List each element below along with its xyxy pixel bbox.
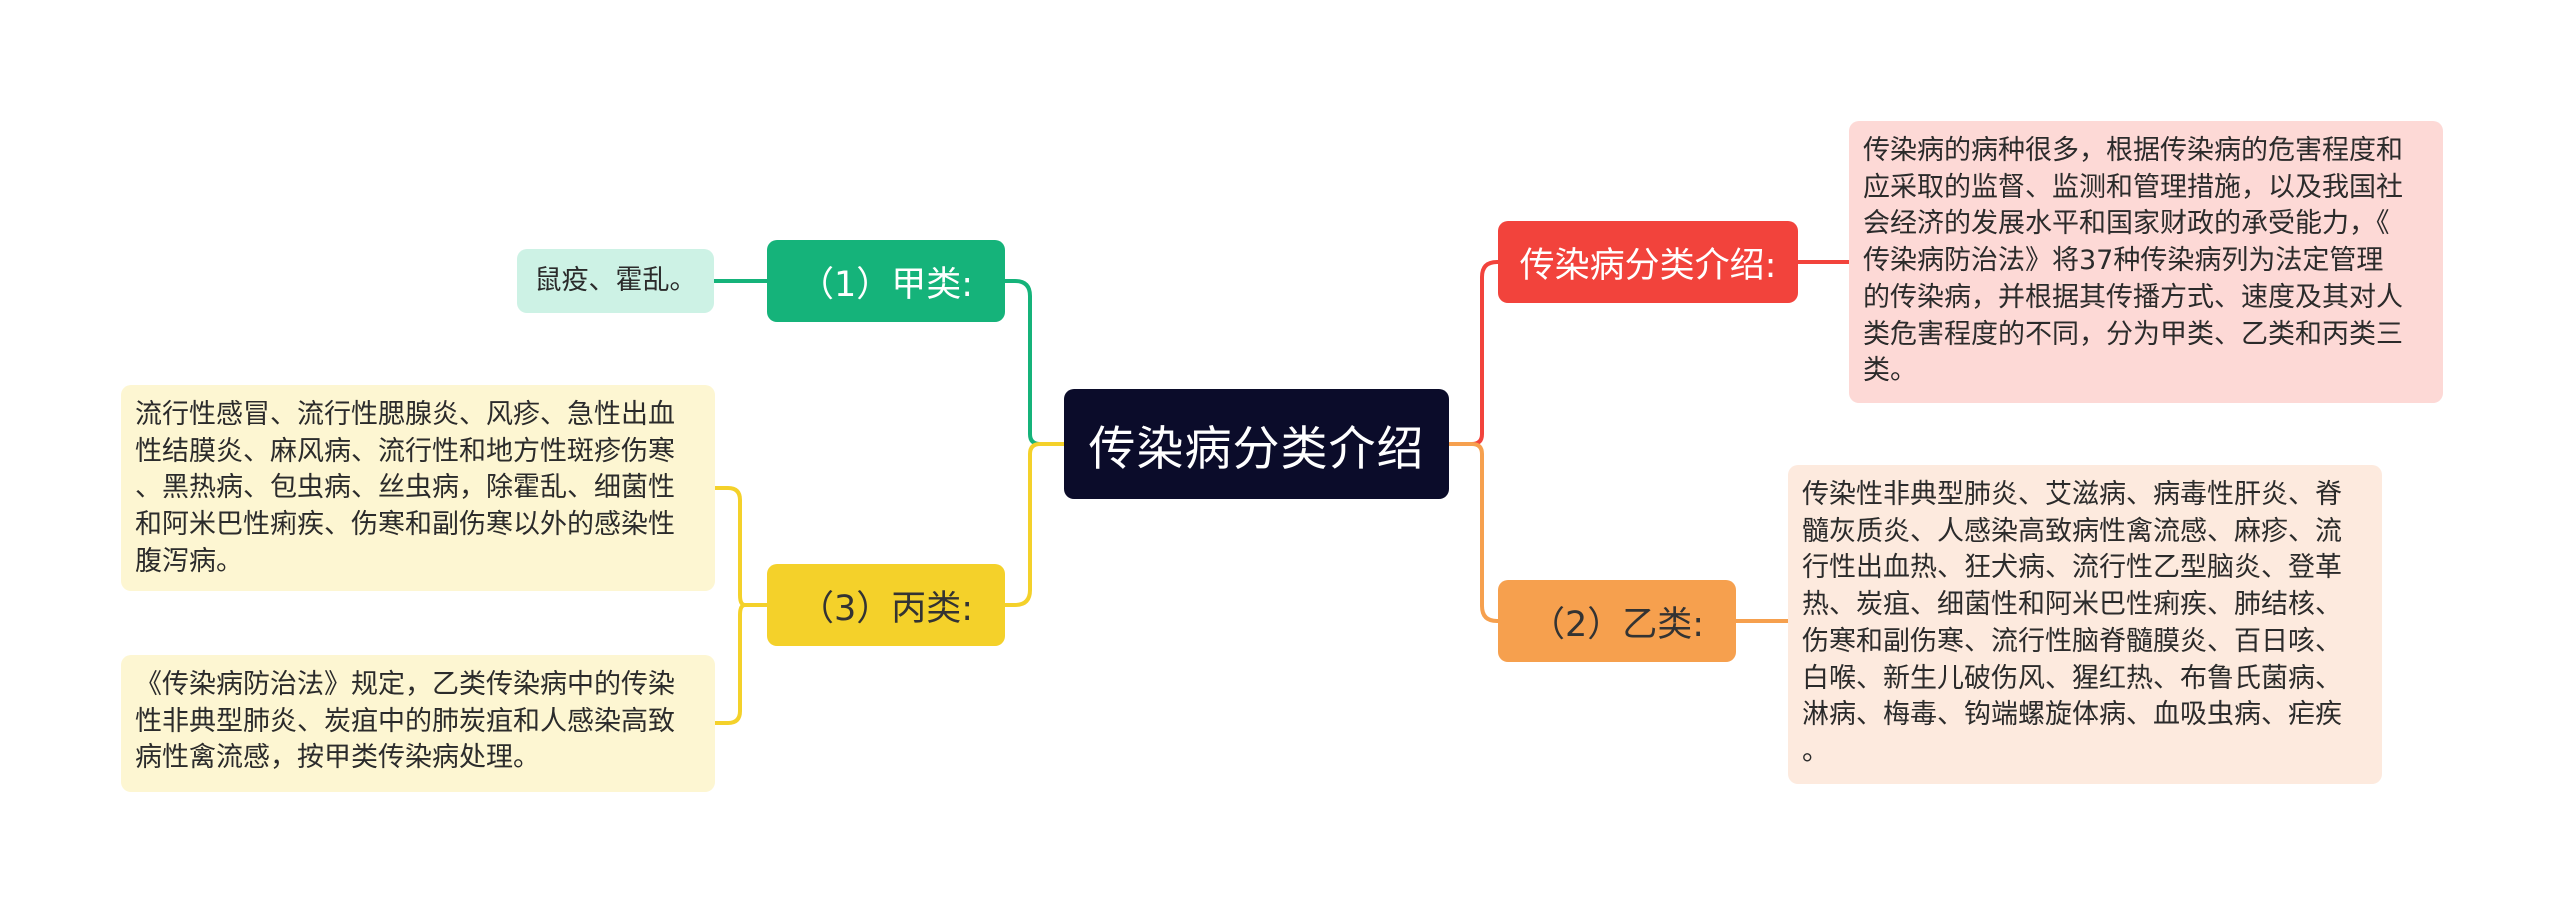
- branch-yi-label: （2）乙类:: [1529, 604, 1705, 645]
- link-root-yi: [1449, 442, 1498, 623]
- leaf-bing-rule[interactable]: 《传染病防治法》规定，乙类传染病中的传染 性非典型肺炎、炭疽中的肺炭疽和人感染高…: [121, 655, 715, 792]
- branch-jia[interactable]: （1）甲类:: [767, 240, 1005, 322]
- link-bing-leaf2: [715, 603, 767, 725]
- link-root-jia: [1005, 279, 1064, 446]
- link-bing-leaf1: [715, 486, 767, 607]
- leaf-bing-diseases-text: 流行性感冒、流行性腮腺炎、风疹、急性出血 性结膜炎、麻风病、流行性和地方性斑疹伤…: [135, 399, 675, 577]
- leaf-jia[interactable]: 鼠疫、霍乱。: [517, 249, 714, 313]
- leaf-yi[interactable]: 传染性非典型肺炎、艾滋病、病毒性肝炎、脊 髓灰质炎、人感染高致病性禽流感、麻疹、…: [1788, 465, 2382, 784]
- root-topic[interactable]: 传染病分类介绍: [1064, 389, 1449, 499]
- leaf-bing-diseases[interactable]: 流行性感冒、流行性腮腺炎、风疹、急性出血 性结膜炎、麻风病、流行性和地方性斑疹伤…: [121, 385, 715, 591]
- leaf-jia-text: 鼠疫、霍乱。: [534, 264, 697, 296]
- branch-jia-label: （1）甲类:: [798, 264, 974, 305]
- branch-intro[interactable]: 传染病分类介绍:: [1498, 221, 1798, 303]
- root-topic-label: 传染病分类介绍: [1088, 421, 1425, 477]
- leaf-intro-text: 传染病的病种很多，根据传染病的危害程度和 应采取的监督、监测和管理措施，以及我国…: [1863, 135, 2403, 387]
- link-root-bing: [1005, 442, 1064, 607]
- leaf-bing-rule-text: 《传染病防治法》规定，乙类传染病中的传染 性非典型肺炎、炭疽中的肺炭疽和人感染高…: [135, 669, 675, 774]
- branch-yi[interactable]: （2）乙类:: [1498, 580, 1736, 662]
- leaf-yi-text: 传染性非典型肺炎、艾滋病、病毒性肝炎、脊 髓灰质炎、人感染高致病性禽流感、麻疹、…: [1802, 479, 2342, 768]
- leaf-intro[interactable]: 传染病的病种很多，根据传染病的危害程度和 应采取的监督、监测和管理措施，以及我国…: [1849, 121, 2443, 403]
- branch-intro-label: 传染病分类介绍:: [1519, 245, 1777, 286]
- branch-bing-label: （3）丙类:: [798, 588, 974, 629]
- link-root-intro: [1449, 260, 1498, 446]
- branch-bing[interactable]: （3）丙类:: [767, 564, 1005, 646]
